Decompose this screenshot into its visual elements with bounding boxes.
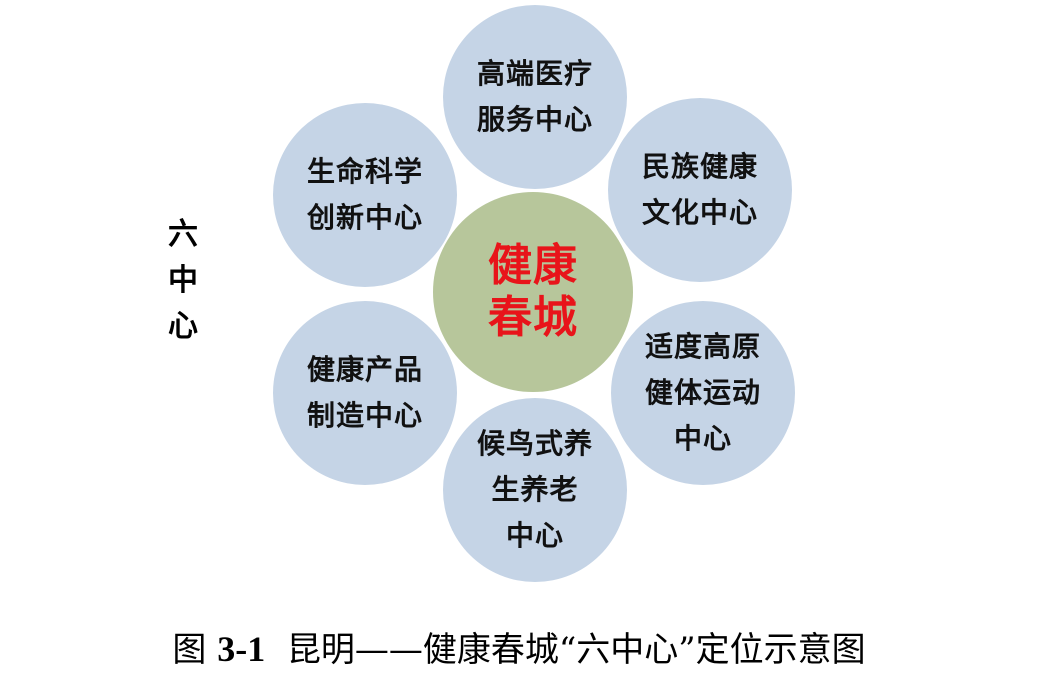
caption-text: 昆明——健康春城“六中心”定位示意图 — [265, 630, 866, 670]
petal-text: 制造中心 — [306, 399, 423, 432]
petal-top-medical-services: 高端医疗 服务中心 — [443, 5, 627, 189]
petal-text: 创新中心 — [306, 201, 423, 234]
figure-caption: 图 3-1 昆明——健康春城“六中心”定位示意图 — [0, 622, 1038, 671]
petal-text: 候鸟式养 — [476, 427, 593, 460]
petal-bottom-migratory-elderly-care: 候鸟式养 生养老 中心 — [443, 398, 627, 582]
side-label-char: 中 — [168, 263, 198, 298]
center-healthy-spring-city: 健康 春城 — [433, 192, 633, 392]
center-text: 春城 — [488, 292, 578, 343]
petal-text: 服务中心 — [476, 103, 593, 136]
petal-text: 民族健康 — [641, 150, 758, 183]
center-text: 健康 — [488, 240, 578, 291]
petal-upper-right-ethnic-health-culture: 民族健康 文化中心 — [608, 98, 792, 282]
petal-lower-left-health-products: 健康产品 制造中心 — [273, 301, 457, 485]
caption-prefix: 图 — [172, 630, 218, 670]
petal-text: 文化中心 — [641, 196, 758, 229]
six-centers-vertical-label: 六 中 心 — [163, 212, 203, 350]
petal-text: 适度高原 — [644, 330, 761, 363]
petal-text: 中心 — [505, 519, 564, 552]
side-label-char: 心 — [168, 309, 198, 344]
petal-upper-left-life-science: 生命科学 创新中心 — [273, 103, 457, 287]
petal-text: 健体运动 — [644, 376, 761, 409]
petal-text: 生命科学 — [306, 155, 423, 188]
petal-text: 中心 — [673, 422, 732, 455]
petal-text: 生养老 — [491, 473, 579, 506]
petal-text: 健康产品 — [306, 353, 423, 386]
caption-figure-number: 3-1 — [217, 629, 266, 669]
side-label-char: 六 — [168, 217, 198, 252]
petal-lower-right-plateau-sports: 适度高原 健体运动 中心 — [611, 301, 795, 485]
petal-text: 高端医疗 — [476, 57, 593, 90]
